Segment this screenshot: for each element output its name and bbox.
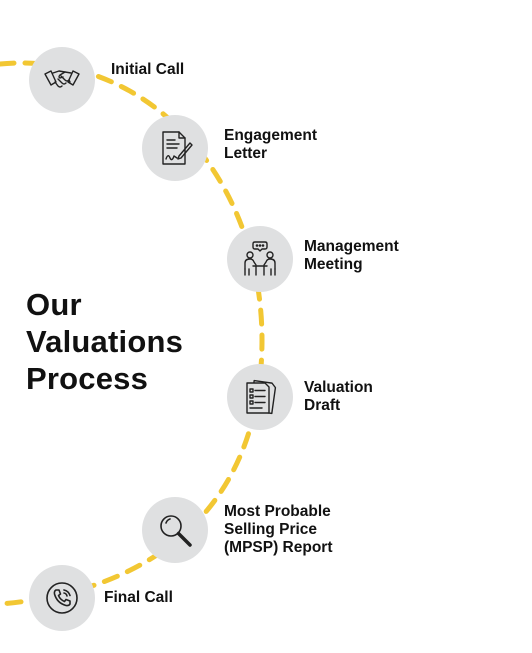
meeting-icon: [244, 241, 276, 276]
title-line-1: Our: [26, 287, 82, 322]
step-label-valuation-draft: Valuation Draft: [304, 379, 373, 414]
signed-document-icon: [162, 131, 193, 165]
step-engagement-letter: [142, 115, 208, 181]
phone-icon: [46, 582, 78, 614]
magnifier-icon: [160, 515, 192, 547]
step-label-initial-call: Initial Call: [111, 61, 185, 78]
step-label-mpsp-report: Most Probable Selling Price (MPSP) Repor…: [224, 503, 333, 556]
step-initial-call: [29, 47, 95, 113]
handshake-icon: [44, 70, 80, 88]
checklist-document-icon: [246, 379, 277, 415]
title-line-3: Process: [26, 361, 149, 396]
step-final-call: [29, 565, 95, 631]
step-management-meeting: [227, 226, 293, 292]
page-title: Our Valuations Process: [26, 286, 183, 397]
step-mpsp-report: [142, 497, 208, 563]
step-valuation-draft: [227, 364, 293, 430]
step-label-final-call: Final Call: [104, 589, 173, 606]
step-label-management-meeting: Management Meeting: [304, 238, 399, 273]
step-label-engagement-letter: Engagement Letter: [224, 127, 318, 162]
title-line-2: Valuations: [26, 324, 184, 359]
